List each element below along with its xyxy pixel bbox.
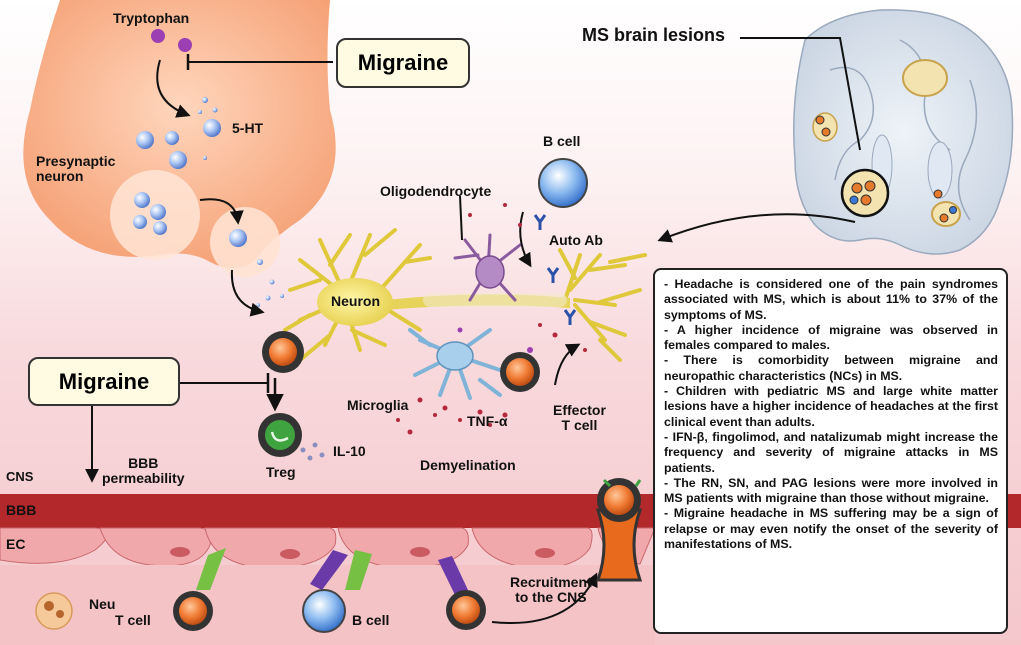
presynaptic-neuron-shape [23,0,336,269]
info-item: - Migraine headache in MS suffering may … [664,506,998,552]
label-ec: EC [6,536,26,552]
info-item: - The RN, SN, and PAG lesions were more … [664,475,998,506]
label-effector-t-cell: Effector T cell [553,402,606,434]
microglia-cell [408,328,502,400]
transmigrating-t-cell [595,508,643,582]
label-presynaptic-neuron: Presynaptic neuron [36,153,116,185]
neuron-body [317,278,393,326]
label-ms-brain-lesions: MS brain lesions [582,25,726,45]
label-demyelination: Demyelination [420,457,516,473]
label-bbb-permeability: BBB permeability [102,455,185,487]
b-cell-top [538,158,588,208]
tryptophan-dot [178,38,192,52]
label-tryptophan: Tryptophan [113,10,190,26]
neutrophil [35,592,73,630]
label-oligodendrocyte: Oligodendrocyte [380,183,492,199]
label-auto-ab: Auto Ab [549,232,603,248]
label-il10: IL-10 [333,443,366,459]
label-neu: Neu [89,596,116,612]
serotonin-vesicles [133,97,284,307]
label-b-cell-bottom: B cell [352,612,390,628]
info-item: - A higher incidence of migraine was obs… [664,322,998,353]
oligodendrocyte-cell [453,233,522,302]
brain-section-illustration [793,9,1014,255]
label-treg: Treg [266,464,296,480]
label-microglia: Microglia [347,397,409,413]
tryptophan-dot [151,29,165,43]
label-bbb: BBB [6,502,37,518]
info-box: - Headache is considered one of the pain… [653,268,1008,634]
info-item: - Children with pediatric MS and large w… [664,384,998,429]
label-t-cell-bottom: T cell [115,612,151,628]
label-cns: CNS [6,469,34,484]
migraine-box-top: Migraine [336,38,470,88]
label-5ht: 5-HT [232,120,264,136]
label-recruitment: Recruitment to the CNS [510,574,592,606]
label-neuron: Neuron [331,293,380,309]
label-b-cell-top: B cell [543,133,581,149]
info-item: - There is comorbidity between migraine … [664,353,998,383]
cytokine-dots [396,203,587,435]
info-item: - IFN-β, fingolimod, and natalizumab mig… [664,429,998,475]
migraine-box-left: Migraine [28,357,180,406]
b-cell-bottom [302,589,346,633]
info-item: - Headache is considered one of the pain… [664,277,998,322]
integrin-t-cell [196,548,226,590]
label-tnf-alpha: TNF-α [467,413,508,429]
